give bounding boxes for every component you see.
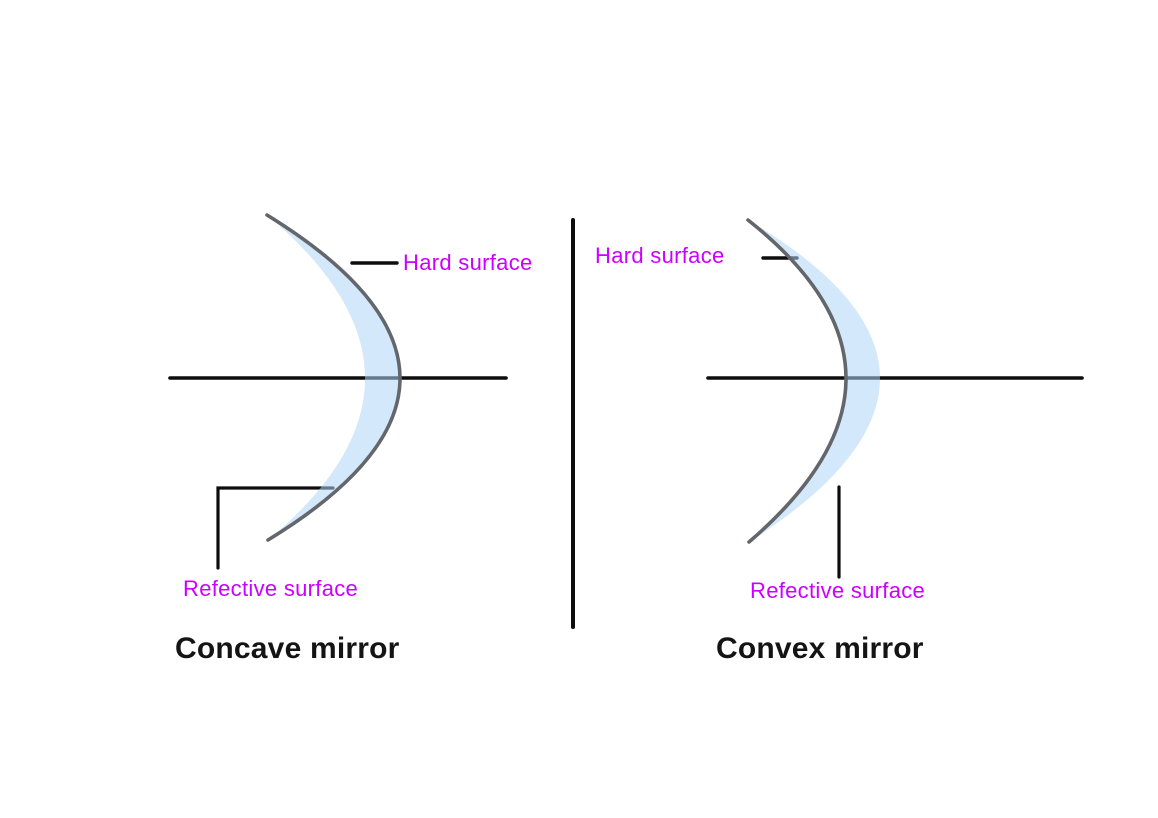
convex-mirror-figure	[706, 218, 1084, 579]
concave-hard-surface-label: Hard surface	[403, 250, 533, 275]
concave-hard-surface-curve	[265, 213, 402, 542]
concave-reflective-surface-leader-line	[216, 486, 335, 570]
concave-reflective-surface-label: Refective surface	[183, 576, 359, 601]
convex-front-surface-curve	[746, 218, 848, 544]
convex-glass-body	[748, 220, 881, 542]
convex-hard-surface-label: Hard surface	[595, 243, 725, 268]
convex-reflective-surface-label: Refective surface	[750, 578, 926, 603]
concave-mirror-title: Concave mirror	[175, 632, 400, 665]
convex-mirror-title: Convex mirror	[716, 632, 924, 665]
concave-mirror-figure	[168, 213, 508, 570]
